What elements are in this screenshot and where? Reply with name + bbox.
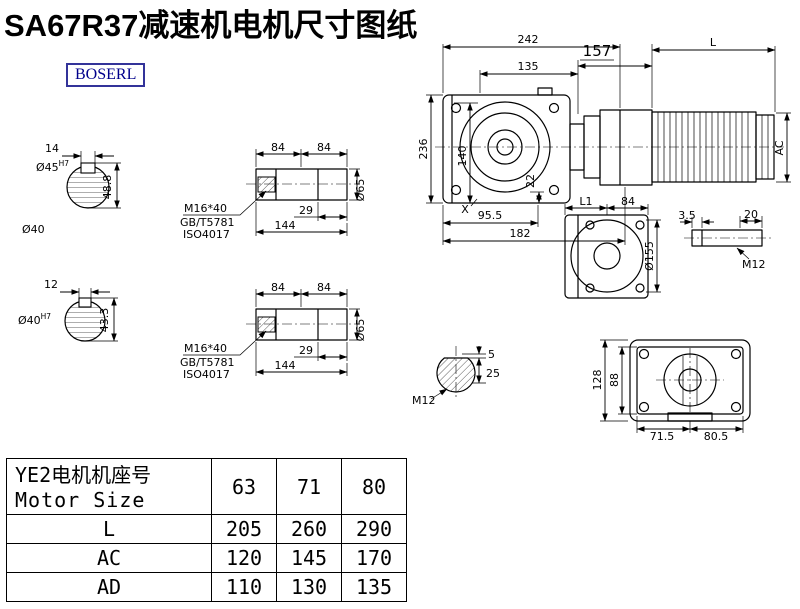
label-gb-upper: GB/T5781 [180,216,235,229]
view-shaft-side-upper: 84 84 Ø65 29 144 M16*40 GB/T5781 ISO4017 [180,141,367,241]
dim-140: 140 [456,146,469,167]
motor-flange [599,109,653,186]
dim-dia65-upper: Ø65 [354,179,367,202]
page-title: SA67R37减速机电机尺寸图纸 [4,8,418,43]
dim-236: 236 [417,139,430,160]
label-gb-lower: GB/T5781 [180,356,235,369]
value-AD-80: 135 [341,572,407,602]
dim-keyway-width-40: 12 [44,278,58,291]
frame-size-63: 63 [211,458,277,515]
brand-logo: BOSERL [66,63,146,87]
shaft45-keyway [80,162,96,174]
table-header-cn: YE2电机机座号 [15,462,152,487]
shaft-body [255,168,348,201]
motor-fins [657,112,749,182]
label-M12-section: M12 [412,394,436,407]
value-AC-63: 120 [211,543,277,573]
dim-95-5: 95.5 [478,209,503,222]
table-header-cell: YE2电机机座号 Motor Size [6,458,212,515]
label-bolt-lower: M16*40 [184,342,227,355]
motor-body [651,111,757,183]
dim-144-upper: 144 [275,219,296,232]
key-section-shape [436,357,476,393]
view-rear-mount: 128 88 71.5 80.5 [591,339,751,443]
table-row-header: YE2电机机座号 Motor Size 63 71 80 [6,458,407,515]
side-body [564,214,649,299]
dim-88: 88 [608,373,621,387]
dim-AC: AC [773,140,786,155]
dim-182: 182 [510,227,531,240]
dim-3-5: 3.5 [678,209,696,222]
dim-48-8: 48.8 [101,175,114,200]
dim-242: 242 [518,33,539,46]
shaft40-keyway [78,297,92,308]
view-shaft-side-lower: 84 84 Ø65 29 144 M16*40 GB/T5781 ISO4017 [180,281,367,381]
label-dia45: Ø45H7 [36,159,69,174]
value-L-63: 205 [211,514,277,544]
dim-71-5: 71.5 [650,430,675,443]
dim-84-d: 84 [317,281,331,294]
dim-128: 128 [591,370,604,391]
dim-84-b: 84 [317,141,331,154]
dim-29-upper: 29 [299,204,313,217]
dim-29-lower: 29 [299,344,313,357]
dim-L1: L1 [579,195,592,208]
bolt-head-2 [257,316,276,333]
value-AC-71: 145 [276,543,342,573]
fan-cover [755,114,775,180]
label-iso-upper: ISO4017 [183,228,230,241]
dim-144-lower: 144 [275,359,296,372]
bolt-head [257,176,276,193]
dim-157: 157 [583,42,612,60]
view-shaft-end-40: 12 Ø40H7 43.3 [18,278,118,342]
shaft-tip [691,229,763,247]
frame-size-80: 80 [341,458,407,515]
value-AC-80: 170 [341,543,407,573]
value-L-80: 290 [341,514,407,544]
ref-X: X [461,203,469,216]
dim-84-a: 84 [271,141,285,154]
dim-L: L [710,36,717,49]
dim-84-side: 84 [621,195,635,208]
row-label-AC: AC [6,543,212,573]
motor-size-table: YE2电机机座号 Motor Size 63 71 80 L 205 260 2… [6,458,407,602]
rear-inner [636,346,744,415]
table-row-AC: AC 120 145 170 [6,543,407,573]
view-shaft-end-45: 14 Ø45H7 48.8 Ø40 [22,142,121,236]
dim-dia155: Ø155 [643,241,656,271]
breather-plug [537,87,553,96]
dim-135: 135 [518,60,539,73]
label-dia40-body: Ø40 [22,223,45,236]
table-header-en: Motor Size [15,487,146,512]
view-main-assembly: 242 135 157 L 236 140 22 AC [417,33,791,245]
dim-84-c: 84 [271,281,285,294]
dim-22: 22 [524,174,537,188]
value-AD-71: 130 [276,572,342,602]
value-AD-63: 110 [211,572,277,602]
row-label-AD: AD [6,572,212,602]
table-row-AD: AD 110 130 135 [6,572,407,602]
label-bolt-upper: M16*40 [184,202,227,215]
table-row-L: L 205 260 290 [6,514,407,544]
view-side-flange: L1 84 Ø155 [564,195,661,299]
dim-20: 20 [744,208,758,221]
dim-80-5: 80.5 [704,430,729,443]
label-iso-lower: ISO4017 [183,368,230,381]
view-shaft-tip-detail: 3.5 20 M12 [678,208,772,271]
dim-43-3: 43.3 [98,308,111,333]
shaft-body-2 [255,308,348,341]
dim-dia65-lower: Ø65 [354,319,367,342]
dim-25: 25 [486,367,500,380]
label-dia40h7: Ø40H7 [18,312,51,327]
dim-5: 5 [488,348,495,361]
dim-keyway-width-45: 14 [45,142,59,155]
value-L-71: 260 [276,514,342,544]
row-label-L: L [6,514,212,544]
view-key-section: 5 25 M12 [412,346,500,407]
frame-size-71: 71 [276,458,342,515]
label-M12-side: M12 [742,258,766,271]
